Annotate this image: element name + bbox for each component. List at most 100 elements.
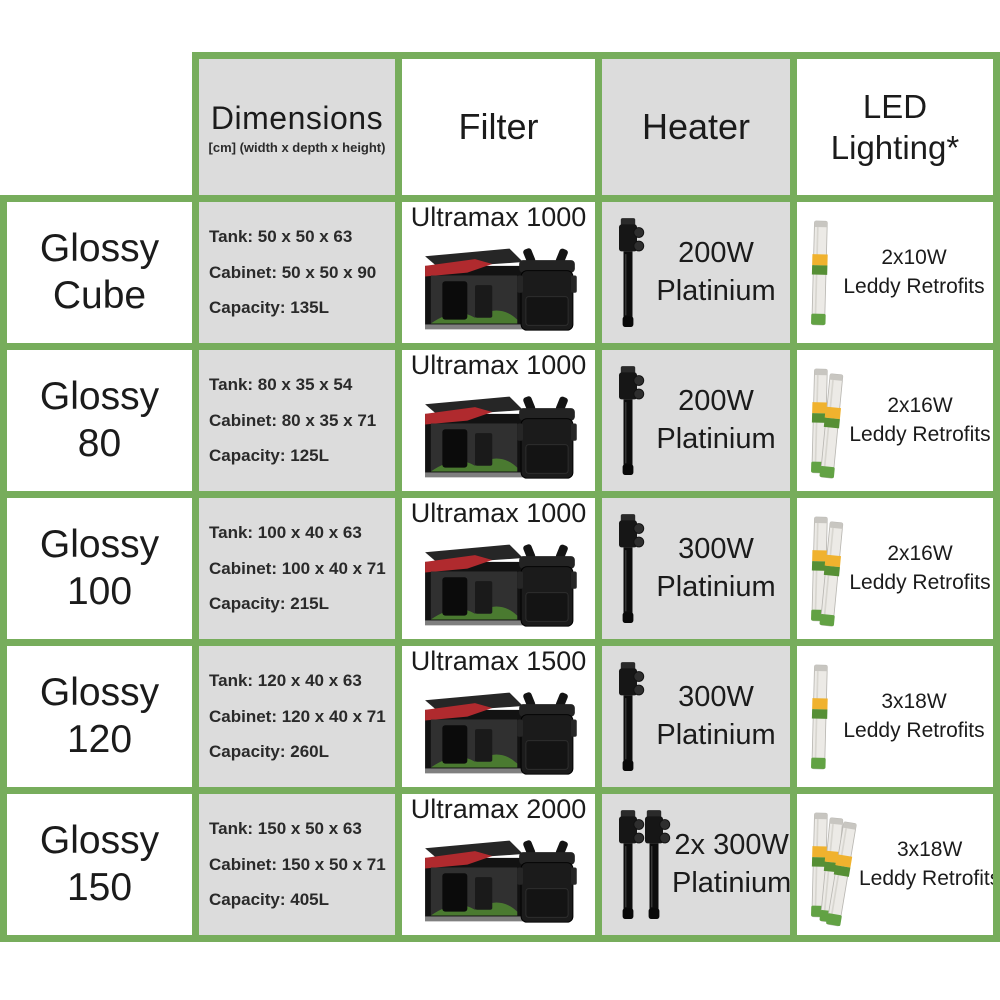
- filter-header-title: Filter: [458, 106, 539, 147]
- heater-model-label: Platinium: [656, 718, 776, 751]
- filter-product-image: [402, 675, 595, 787]
- heater-product-image: [610, 213, 646, 333]
- led-model-label: Leddy Retrofits: [859, 866, 993, 890]
- heater-cell: 200W Platinium: [602, 202, 790, 343]
- filter-cell: Ultramax 1000: [402, 350, 595, 491]
- aquarium-name-line2: 120: [66, 717, 133, 761]
- header-heater: Heater: [602, 59, 790, 195]
- led-power-label: 2x16W: [887, 542, 953, 566]
- heater-header-title: Heater: [641, 106, 751, 147]
- heater-power-label: 2x 300W: [674, 828, 789, 861]
- aquarium-name-cell: Glossy 100: [7, 498, 192, 639]
- led-model-label: Leddy Retrofits: [849, 570, 991, 594]
- heater-product-image: [610, 509, 646, 629]
- led-product-image: [803, 214, 837, 332]
- aquarium-name-line2: Cube: [52, 273, 147, 317]
- led-cell: 2x16W Leddy Retrofits: [797, 350, 993, 491]
- aquarium-name-cell: Glossy 120: [7, 646, 192, 787]
- tank-dimensions: Tank: 120 x 40 x 63: [209, 671, 362, 691]
- led-power-label: 2x16W: [887, 394, 953, 418]
- led-model-label: Leddy Retrofits: [849, 422, 991, 446]
- cabinet-dimensions: Cabinet: 50 x 50 x 90: [209, 262, 377, 282]
- led-model-label: Leddy Retrofits: [843, 718, 985, 742]
- heater-model-label: Platinium: [656, 274, 776, 307]
- dimensions-cell: Tank: 80 x 35 x 54 Cabinet: 80 x 35 x 71…: [199, 350, 395, 491]
- dimensions-cell: Tank: 50 x 50 x 63 Cabinet: 50 x 50 x 90…: [199, 202, 395, 343]
- heater-cell: 300W Platinium: [602, 498, 790, 639]
- heater-power-label: 300W: [678, 532, 754, 565]
- heater-model-label: Platinium: [656, 422, 776, 455]
- aquarium-name-line1: Glossy: [39, 375, 160, 419]
- filter-product-image: [402, 231, 595, 343]
- led-power-label: 3x18W: [896, 838, 963, 862]
- led-power-label: 2x10W: [881, 246, 947, 270]
- dimensions-header-title: Dimensions: [210, 99, 384, 136]
- aquarium-name-line1: Glossy: [39, 227, 160, 271]
- heater-product-image: [610, 361, 646, 481]
- led-product-image: [803, 658, 837, 776]
- heater-product-image: [610, 657, 646, 777]
- led-cell: 3x18W Leddy Retrofits: [797, 794, 993, 935]
- capacity-value: Capacity: 405L: [209, 889, 329, 909]
- led-cell: 2x16W Leddy Retrofits: [797, 498, 993, 639]
- capacity-value: Capacity: 135L: [209, 297, 329, 317]
- heater-product-image: [610, 805, 672, 925]
- heater-power-label: 200W: [678, 384, 754, 417]
- dimensions-header-subtitle: [cm] (width x depth x height): [208, 139, 386, 155]
- aquarium-name-cell: Glossy 150: [7, 794, 192, 935]
- filter-cell: Ultramax 1000: [402, 202, 595, 343]
- aquarium-name-line2: 150: [66, 865, 133, 909]
- table-header-row: Dimensions [cm] (width x depth x height)…: [192, 52, 1000, 195]
- filter-model-label: Ultramax 1000: [410, 202, 587, 232]
- capacity-value: Capacity: 125L: [209, 445, 329, 465]
- tank-dimensions: Tank: 150 x 50 x 63: [209, 819, 362, 839]
- led-cell: 2x10W Leddy Retrofits: [797, 202, 993, 343]
- aquarium-name-cell: Glossy 80: [7, 350, 192, 491]
- filter-product-image: [402, 527, 595, 639]
- header-filter: Filter: [402, 59, 595, 195]
- filter-product-image: [402, 823, 595, 935]
- filter-product-image: [402, 379, 595, 491]
- led-cell: 3x18W Leddy Retrofits: [797, 646, 993, 787]
- led-product-image: [803, 510, 849, 628]
- header-dimensions: Dimensions [cm] (width x depth x height): [199, 59, 395, 195]
- filter-model-label: Ultramax 1000: [410, 498, 587, 528]
- aquarium-name-line1: Glossy: [39, 819, 160, 863]
- heater-power-label: 200W: [678, 236, 754, 269]
- led-model-label: Leddy Retrofits: [843, 274, 985, 298]
- heater-model-label: Platinium: [672, 866, 790, 899]
- capacity-value: Capacity: 260L: [209, 741, 329, 761]
- filter-cell: Ultramax 2000: [402, 794, 595, 935]
- heater-power-label: 300W: [678, 680, 754, 713]
- dimensions-cell: Tank: 100 x 40 x 63 Cabinet: 100 x 40 x …: [199, 498, 395, 639]
- aquarium-name-cell: Glossy Cube: [7, 202, 192, 343]
- led-product-image: [803, 362, 849, 480]
- dimensions-cell: Tank: 150 x 50 x 63 Cabinet: 150 x 50 x …: [199, 794, 395, 935]
- cabinet-dimensions: Cabinet: 120 x 40 x 71: [209, 706, 386, 726]
- led-header-line2: Lighting*: [830, 129, 960, 166]
- heater-cell: 200W Platinium: [602, 350, 790, 491]
- dimensions-cell: Tank: 120 x 40 x 63 Cabinet: 120 x 40 x …: [199, 646, 395, 787]
- led-header-line1: LED: [862, 87, 928, 125]
- filter-cell: Ultramax 1000: [402, 498, 595, 639]
- heater-cell: 300W Platinium: [602, 646, 790, 787]
- table-body: Glossy Cube Tank: 50 x 50 x 63 Cabinet: …: [0, 195, 1000, 942]
- header-led-lighting: LED Lighting*: [797, 59, 993, 195]
- tank-dimensions: Tank: 80 x 35 x 54: [209, 375, 353, 395]
- cabinet-dimensions: Cabinet: 150 x 50 x 71: [209, 854, 386, 874]
- filter-model-label: Ultramax 1000: [410, 350, 587, 380]
- aquarium-name-line2: 100: [66, 569, 133, 613]
- led-product-image: [803, 806, 859, 926]
- cabinet-dimensions: Cabinet: 80 x 35 x 71: [209, 410, 377, 430]
- filter-model-label: Ultramax 2000: [410, 794, 587, 824]
- tank-dimensions: Tank: 100 x 40 x 63: [209, 523, 362, 543]
- capacity-value: Capacity: 215L: [209, 593, 329, 613]
- aquarium-name-line1: Glossy: [39, 523, 160, 567]
- heater-cell: 2x 300W Platinium: [602, 794, 790, 935]
- filter-cell: Ultramax 1500: [402, 646, 595, 787]
- tank-dimensions: Tank: 50 x 50 x 63: [209, 227, 353, 247]
- led-power-label: 3x18W: [881, 690, 947, 714]
- filter-model-label: Ultramax 1500: [410, 646, 587, 676]
- heater-model-label: Platinium: [656, 570, 776, 603]
